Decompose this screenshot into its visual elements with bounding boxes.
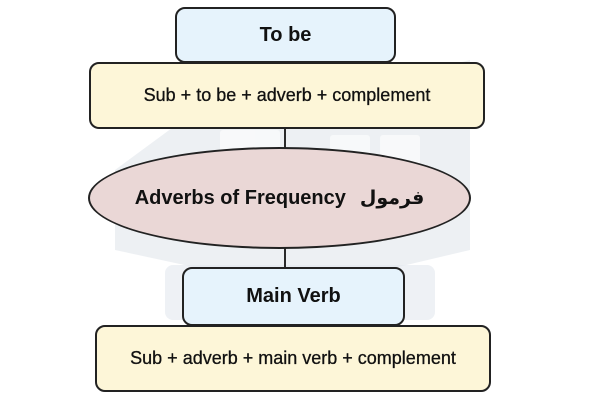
center-title: Adverbs of Frequency [134, 186, 346, 209]
to-be-header: To be [175, 7, 396, 63]
main-verb-header: Main Verb [182, 267, 405, 326]
main-verb-formula: Sub + adverb + main verb + complement [95, 325, 491, 392]
adverbs-of-frequency-node: Adverbs of Frequency فرمول [88, 147, 471, 249]
to-be-header-label: To be [259, 23, 312, 46]
to-be-formula-text: Sub + to be + adverb + complement [143, 85, 431, 105]
main-verb-formula-text: Sub + adverb + main verb + complement [130, 348, 456, 368]
main-verb-header-label: Main Verb [246, 285, 341, 307]
connector-top [284, 128, 286, 148]
to-be-formula: Sub + to be + adverb + complement [89, 62, 485, 129]
connector-bottom [284, 248, 286, 268]
center-persian-label: فرمول [359, 187, 425, 209]
